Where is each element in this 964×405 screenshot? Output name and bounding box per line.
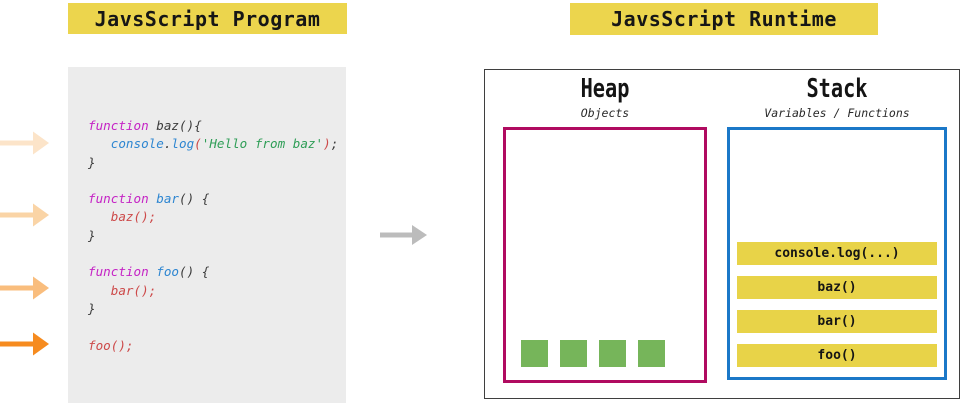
code-line: function bar() { (88, 190, 338, 208)
code-token: function (88, 264, 149, 280)
code-line (88, 318, 338, 336)
heap-subtitle: Objects (580, 106, 630, 120)
code-line: bar(); (88, 282, 338, 300)
runtime-title-bar: JavsScript Runtime (570, 3, 878, 35)
code-token: bar (156, 191, 180, 207)
code-token: baz(){ (148, 118, 202, 133)
code-token: ; (330, 136, 339, 152)
code-token: foo (156, 264, 180, 280)
code-line: function foo() { (88, 263, 338, 281)
code-block: function baz(){ console.log('Hello from … (88, 117, 338, 355)
code-token: baz(); (110, 209, 157, 225)
code-token (88, 136, 111, 151)
code-token: . (163, 136, 172, 152)
code-line (88, 245, 338, 263)
code-token: function (88, 118, 149, 133)
heap-object (521, 340, 548, 367)
code-token: console (110, 136, 164, 152)
code-token: bar(); (110, 282, 157, 298)
code-token: ) (323, 136, 331, 152)
code-line: } (88, 154, 338, 172)
code-token: 'Hello from baz' (201, 136, 324, 152)
heap-object (560, 340, 587, 367)
stack-frame: bar() (737, 310, 937, 333)
code-panel: function baz(){ console.log('Hello from … (68, 67, 346, 403)
code-token: } (88, 227, 96, 243)
stack-box: console.log(...) baz() bar() foo() (727, 127, 947, 380)
code-token (88, 283, 111, 298)
code-token: log (171, 136, 195, 152)
flow-arrow-icon (0, 332, 49, 356)
flow-arrow-icon (0, 276, 49, 300)
code-token: function (88, 191, 149, 207)
stack-frame: baz() (737, 276, 937, 299)
program-title-bar: JavsScript Program (68, 3, 347, 34)
code-token: () { (179, 191, 210, 207)
heap-object (599, 340, 626, 367)
flow-arrow-icon (0, 203, 49, 227)
code-line: foo(); (88, 337, 338, 355)
code-line: } (88, 227, 338, 245)
stack-title: Stack (806, 74, 868, 104)
code-line: } (88, 300, 338, 318)
code-token: } (88, 300, 96, 316)
code-token: () { (179, 264, 210, 280)
transform-arrow-icon (380, 225, 427, 245)
code-token: foo(); (88, 337, 134, 353)
heap-title: Heap (580, 74, 630, 104)
stack-subtitle: Variables / Functions (764, 106, 910, 120)
stack-frame: foo() (737, 344, 937, 367)
code-line: baz(); (88, 208, 338, 226)
program-title: JavsScript Program (94, 6, 321, 31)
heap-box (503, 127, 707, 383)
code-line: function baz(){ (88, 117, 338, 135)
stack-frame: console.log(...) (737, 242, 937, 265)
flow-arrow-icon (0, 131, 49, 155)
code-token (88, 209, 111, 224)
code-line (88, 172, 338, 190)
heap-object (638, 340, 665, 367)
code-token: ( (194, 136, 202, 152)
heap-objects (521, 340, 665, 367)
code-token: } (88, 154, 96, 170)
code-line: console.log('Hello from baz'); (88, 135, 339, 153)
runtime-panel: Heap Objects Stack Variables / Functions… (484, 69, 960, 399)
runtime-title: JavsScript Runtime (611, 7, 837, 31)
